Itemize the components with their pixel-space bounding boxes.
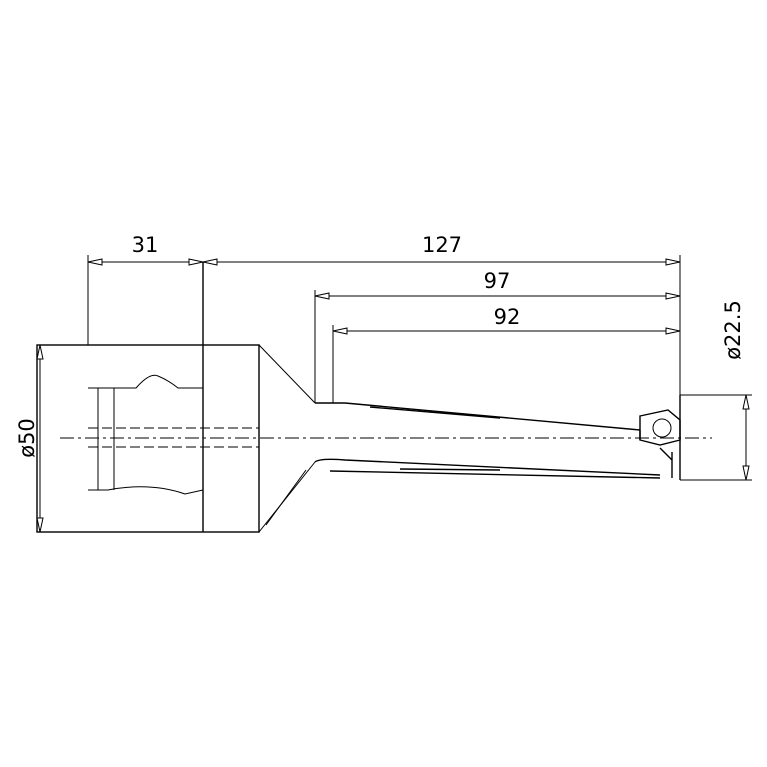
dimension-dia22-5-label: ø22.5 (721, 300, 745, 360)
dimension-127: 127 (202, 233, 681, 395)
dimension-92: 92 (332, 305, 681, 403)
dimension-dia22-5: ø22.5 (680, 300, 752, 481)
shank-body (36, 255, 260, 533)
dimension-92-label: 92 (494, 305, 521, 329)
dimension-127-label: 127 (422, 233, 462, 257)
dimension-dia50-label: ø50 (15, 418, 39, 458)
dimension-31: 31 (87, 233, 204, 266)
dimension-97-label: 97 (484, 269, 511, 293)
neck-taper (258, 344, 316, 533)
drill-upper-edge (315, 402, 641, 440)
insert-screw-icon (652, 418, 672, 438)
dimension-dia50: ø50 (15, 344, 44, 533)
clamping-flat (88, 374, 204, 495)
dimension-31-label: 31 (132, 233, 159, 257)
coolant-bore (88, 427, 259, 448)
drill-lower-edge (314, 458, 661, 479)
dimension-97: 97 (314, 269, 681, 403)
